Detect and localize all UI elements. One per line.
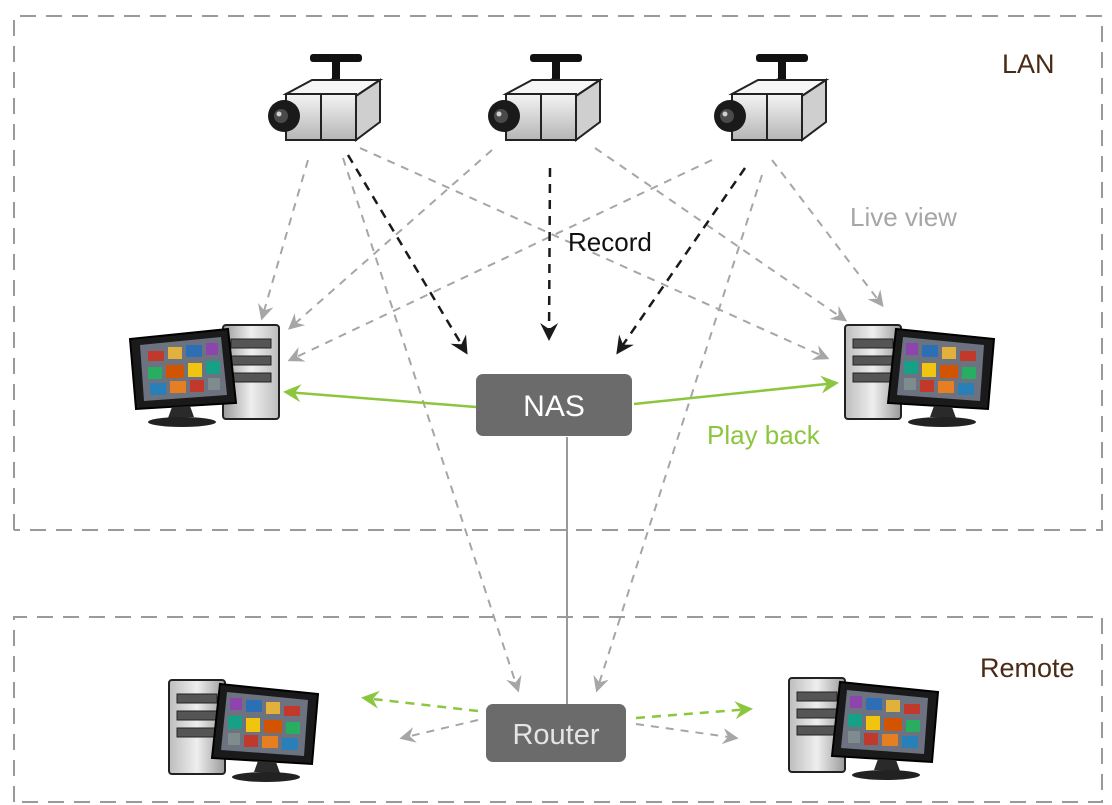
play-back-label: Play back [707,420,821,450]
desktop-computer-icon [789,678,938,780]
record-label: Record [568,227,652,257]
router-label: Router [512,719,599,751]
live-arrow [359,147,830,360]
nas-node: NAS [476,374,632,436]
live-arrow [594,147,848,322]
lan-zone [13,15,1103,531]
playback-arrow [283,384,477,409]
ip-camera-icon [713,53,827,141]
desktop-computer-icon [845,325,994,427]
live-arrow [287,159,713,362]
record-arrow [346,154,468,355]
lan-zone-label: LAN [1002,49,1055,79]
playback-arrow [635,701,753,720]
record-arrow [616,167,747,355]
live-arrow [342,157,522,693]
live-view-arrows [258,147,884,745]
nas-label: NAS [523,390,585,423]
remote-zone [13,616,1103,803]
desktop-computer-icon [129,324,280,428]
live-arrow [258,159,309,321]
ip-camera-icon [487,53,601,141]
playback-arrow [361,690,479,713]
remote-zone-label: Remote [980,653,1075,683]
ip-camera-icon [267,53,381,141]
live-arrow [399,719,479,743]
play-back-arrows [283,375,839,720]
router-node: Router [486,704,626,762]
live-arrow [635,723,739,745]
live-view-label: Live view [850,202,957,232]
record-arrow [540,167,559,341]
live-arrow [771,159,884,308]
live-arrow [593,174,763,693]
desktop-computer-icon [169,680,318,782]
record-arrows [346,154,747,355]
playback-arrow [633,375,839,406]
